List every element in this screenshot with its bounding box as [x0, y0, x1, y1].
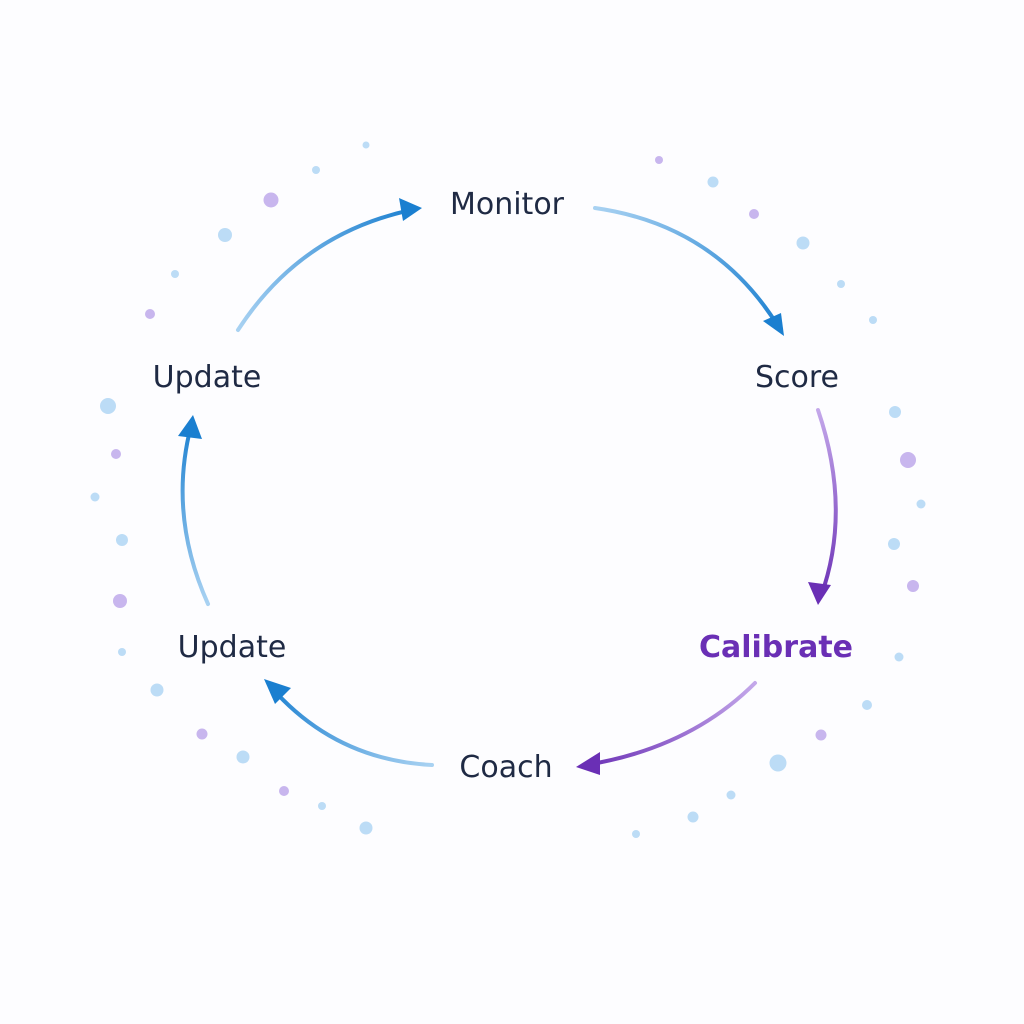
node-label-monitor: Monitor — [450, 187, 565, 222]
decor-dot — [171, 270, 179, 278]
decor-dot — [726, 790, 736, 800]
arrowhead — [808, 582, 831, 605]
decor-dot — [113, 594, 127, 608]
arrowhead — [399, 198, 422, 221]
node-label-score: Score — [755, 360, 839, 395]
arrow-update-to-monitor — [236, 198, 422, 332]
decor-dot — [707, 176, 719, 188]
cycle-arrows — [178, 198, 838, 775]
node-label-coach: Coach — [459, 750, 552, 785]
decor-dot — [837, 280, 845, 288]
decor-dot — [907, 580, 919, 592]
decor-dot — [118, 648, 126, 656]
arrow-update-to-update — [178, 415, 210, 606]
decor-dot — [687, 811, 699, 823]
arrowhead — [264, 679, 291, 704]
decor-dot — [318, 802, 326, 810]
decor-dot — [769, 754, 787, 772]
decor-dot — [894, 652, 904, 662]
decor-dot — [862, 700, 872, 710]
decor-dot — [150, 683, 164, 697]
decor-dot — [279, 786, 289, 796]
decor-dot — [90, 492, 100, 502]
node-label-update-lower: Update — [178, 630, 287, 665]
decor-dot — [196, 728, 208, 740]
decor-dot — [312, 166, 320, 174]
cycle-node-labels: Monitor Score Calibrate Coach Update Upd… — [153, 187, 853, 785]
decor-dot — [145, 309, 155, 319]
decor-dot — [116, 534, 128, 546]
arrow-coach-to-update — [264, 679, 434, 767]
decor-dot — [362, 141, 370, 149]
decor-dot — [632, 830, 640, 838]
decor-dot — [749, 209, 759, 219]
arrowhead — [178, 415, 202, 439]
decor-dot — [889, 406, 901, 418]
decor-dot — [916, 499, 926, 509]
decor-dot — [359, 821, 373, 835]
decor-dot — [111, 449, 121, 459]
decor-dot — [218, 228, 232, 242]
decor-dot — [815, 729, 827, 741]
arrowhead — [763, 313, 784, 336]
arrowhead — [576, 752, 600, 775]
node-label-update-upper: Update — [153, 360, 262, 395]
decor-dot — [236, 750, 250, 764]
decor-dot — [796, 236, 810, 250]
decor-dot — [100, 398, 116, 414]
decor-dot — [900, 452, 916, 468]
decor-dot — [655, 156, 663, 164]
arrow-score-to-calibrate — [808, 408, 838, 605]
decor-dot — [888, 538, 900, 550]
decor-dot — [869, 316, 877, 324]
node-label-calibrate: Calibrate — [699, 630, 853, 665]
decor-dot — [263, 192, 279, 208]
arrow-calibrate-to-coach — [576, 681, 757, 775]
decorative-dots — [90, 141, 926, 838]
arrow-monitor-to-score — [593, 206, 784, 336]
